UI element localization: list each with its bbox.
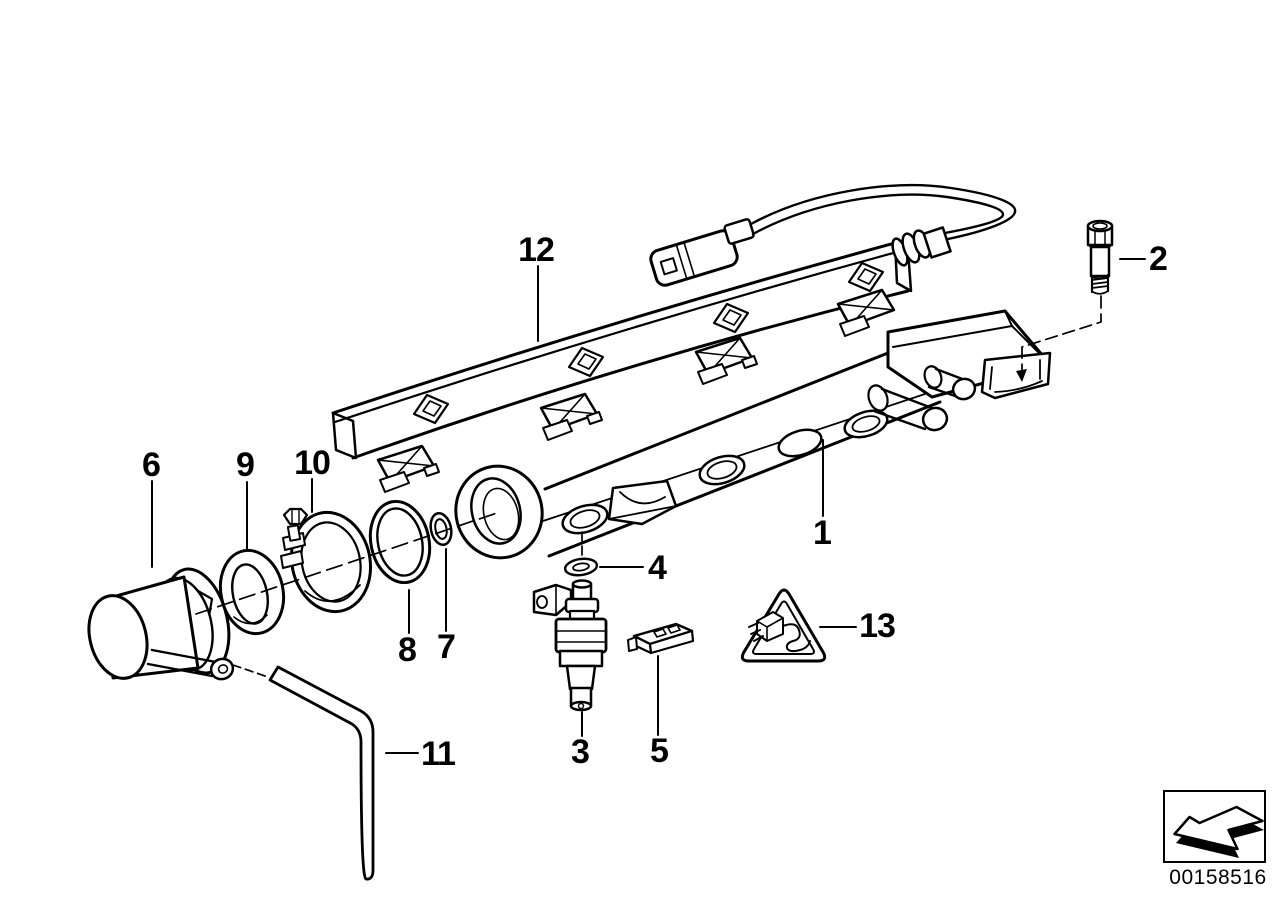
page-nav-arrow-icon (1173, 805, 1264, 858)
rail-injector-cups (561, 409, 889, 535)
rail-flange (454, 464, 544, 560)
callout-4[interactable]: 4 (648, 549, 667, 587)
callout-6[interactable]: 6 (142, 446, 161, 484)
part-9-ring[interactable] (213, 544, 291, 639)
part-10-clamp[interactable] (280, 505, 380, 619)
callout-leader-lines (151, 258, 1146, 754)
part-2-bolt[interactable] (1086, 219, 1114, 295)
callout-2[interactable]: 2 (1149, 240, 1168, 278)
callout-11[interactable]: 11 (421, 735, 456, 773)
assembly-guide-lines (195, 295, 1102, 678)
part-6-pressure-regulator[interactable] (81, 562, 239, 684)
callout-8[interactable]: 8 (398, 631, 417, 669)
callout-12[interactable]: 12 (518, 231, 555, 269)
part-5-retaining-clip[interactable] (627, 622, 695, 655)
callout-10[interactable]: 10 (294, 444, 331, 482)
part-3-injection-valve[interactable] (532, 579, 608, 712)
callout-5[interactable]: 5 (650, 732, 669, 770)
rail-fitting-pipes (867, 365, 977, 432)
plug-warning-icon (748, 611, 811, 653)
conduit-injector-connectors (376, 288, 896, 493)
callout-7[interactable]: 7 (437, 628, 456, 666)
callout-3[interactable]: 3 (571, 733, 590, 771)
part-7-o-ring-small[interactable] (428, 511, 454, 547)
callout-1[interactable]: 1 (813, 514, 832, 552)
nav-arrow-box[interactable] (1163, 790, 1266, 863)
callout-13[interactable]: 13 (859, 607, 896, 645)
part-13-warning-triangle[interactable] (740, 588, 827, 663)
part-12-cable-conduit[interactable] (331, 241, 913, 493)
part-1-fuel-rail[interactable] (446, 309, 1052, 567)
cable-grommet (891, 226, 952, 267)
part-4-seal-ring[interactable] (563, 557, 599, 577)
rail-mounting-feet (607, 351, 1052, 526)
callout-9[interactable]: 9 (236, 446, 255, 484)
conduit-holes (412, 261, 885, 425)
part-11-hose[interactable] (268, 665, 375, 881)
harness-cable[interactable] (649, 184, 1017, 287)
image-number: 00158516 (1169, 866, 1267, 889)
part-8-o-ring-large[interactable] (363, 496, 437, 588)
